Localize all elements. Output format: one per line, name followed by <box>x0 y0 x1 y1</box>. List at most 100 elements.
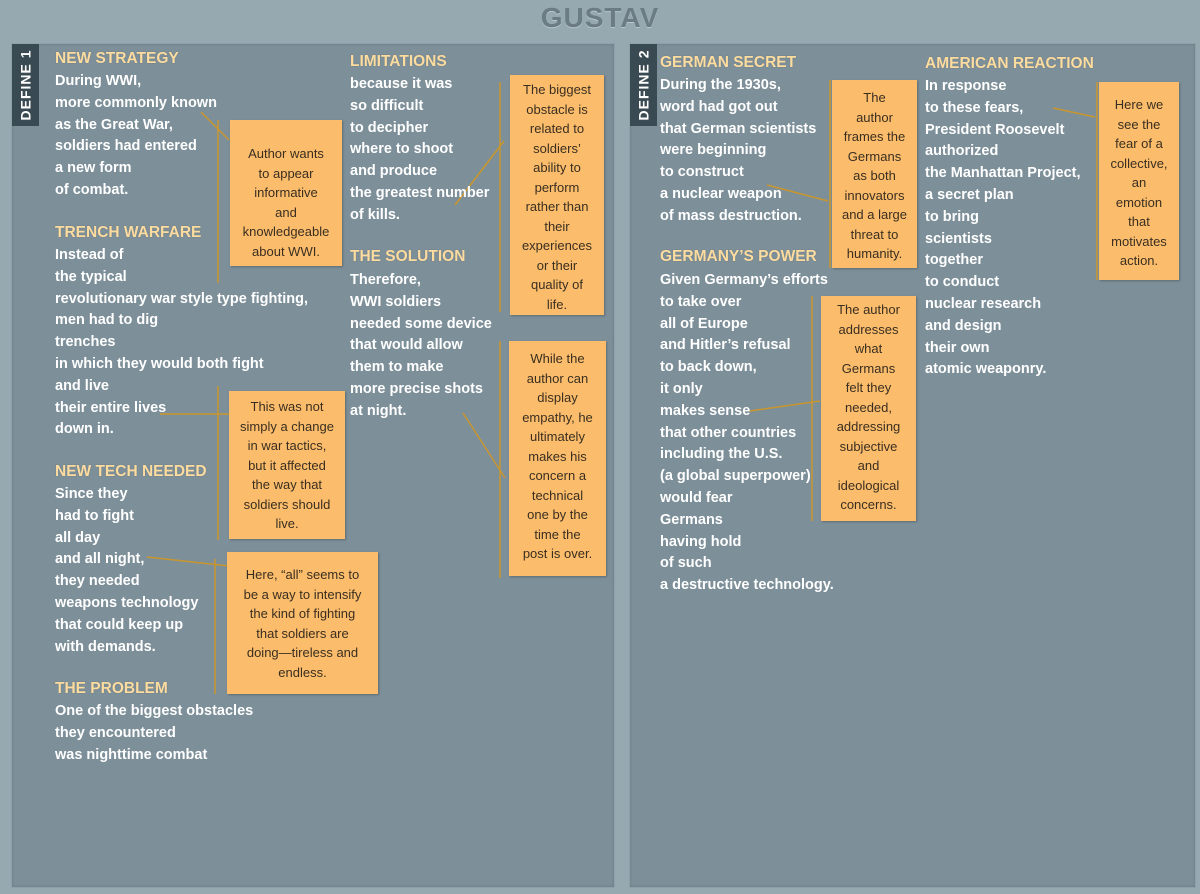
note-line: or their <box>536 257 578 273</box>
note-line: motivates <box>1111 233 1167 249</box>
note-line: addresses <box>838 321 899 337</box>
germanys-power-line: all of Europe <box>660 315 748 332</box>
note-line: felt they <box>845 380 892 395</box>
note-line: display <box>537 390 578 405</box>
limitations-line: the greatest number <box>350 185 490 201</box>
germanys-power-line: Germans <box>660 511 723 528</box>
germanys-power-line: having hold <box>660 533 742 550</box>
germanys-power-line: a destructive technology. <box>660 577 834 594</box>
american-reaction-line: atomic weaponry. <box>925 361 1047 378</box>
new-tech-needed-heading: NEW TECH NEEDED <box>55 463 207 480</box>
limitations-line: because it was <box>350 76 453 92</box>
note-line: post is over. <box>522 546 593 561</box>
american-reaction-line: to conduct <box>925 274 1000 291</box>
new-tech-needed-line: Since they <box>55 486 128 502</box>
note-line: Germans <box>841 360 896 376</box>
american-reaction-line: to bring <box>925 208 979 225</box>
american-reaction-line: and design <box>925 317 1002 334</box>
trench-warfare-line: trenches <box>55 334 116 351</box>
german-secret-line: a nuclear weapon <box>660 186 782 202</box>
new-tech-needed-line: weapons technology <box>55 595 199 611</box>
american-reaction-line: to these fears, <box>925 99 1024 116</box>
germanys-power-line: Given Germany’s efforts <box>660 272 828 288</box>
new-strategy-line: more commonly known <box>55 94 217 111</box>
germanys-power-line: makes sense <box>660 402 751 419</box>
note-line: and <box>275 204 297 220</box>
new-strategy-line: During WWI, <box>55 73 142 89</box>
note-line: see the <box>1117 116 1161 132</box>
note-author-wants-informative: Author wants to appear informative and knowl… <box>230 120 342 266</box>
note-line: makes his <box>528 448 587 464</box>
note-line: emotion <box>1115 194 1163 210</box>
new-tech-needed-line: had to fight <box>55 507 134 524</box>
note-line: While the <box>530 351 585 366</box>
note-line: life. <box>546 296 568 312</box>
american-reaction-line: In response <box>925 78 1007 94</box>
note-line: ideological <box>837 477 900 493</box>
the-solution-line: needed some device <box>350 315 492 332</box>
note-line: Author wants <box>248 146 324 161</box>
note-line: obstacle is <box>526 101 588 117</box>
the-problem-line: was nighttime combat <box>55 746 208 763</box>
note-line: endless. <box>278 664 327 680</box>
new-tech-needed-line: that could keep up <box>55 616 184 633</box>
germanys-power-line: and Hitler’s refusal <box>660 337 791 354</box>
new-strategy-heading: NEW STRATEGY <box>55 50 179 67</box>
note-line: quality of <box>530 277 584 292</box>
note-line: their <box>544 218 570 234</box>
american-reaction-line: their own <box>925 339 990 356</box>
limitations-line: so difficult <box>350 97 424 114</box>
define-2-tab-label: DEFINE 2 <box>635 49 652 121</box>
note-line: technical <box>531 487 584 503</box>
note-line: This was not <box>250 399 324 414</box>
american-reaction-line: authorized <box>925 143 999 160</box>
note-line: knowledgeable <box>242 224 330 239</box>
trench-warfare-line: the typical <box>55 268 127 285</box>
note-line: empathy, he <box>522 409 593 425</box>
german-secret-line: of mass destruction. <box>660 207 802 224</box>
the-solution-line: them to make <box>350 359 444 376</box>
the-solution-line: at night. <box>350 402 407 419</box>
the-solution-heading: THE SOLUTION <box>350 248 466 265</box>
note-line: experiences <box>521 238 593 253</box>
note-line: time the <box>534 526 581 542</box>
trench-warfare-line: down in. <box>55 421 114 438</box>
note-line: fear of a <box>1115 136 1163 151</box>
note-line: soldiers’ <box>533 140 581 156</box>
american-reaction-line: the Manhattan Project, <box>925 165 1081 182</box>
trench-warfare-heading: TRENCH WARFARE <box>55 224 202 241</box>
limitations-heading: LIMITATIONS <box>350 53 447 70</box>
new-tech-needed-line: and all night, <box>55 551 145 568</box>
german-secret-line: were beginning <box>660 142 767 159</box>
note-line: doing—tireless and <box>246 645 359 660</box>
note-line: The <box>863 90 886 105</box>
note-line: informative <box>254 185 318 200</box>
german-secret-line: word had got out <box>660 98 778 115</box>
limitations-line: to decipher <box>350 119 429 136</box>
trench-warfare-line: their entire lives <box>55 399 167 416</box>
the-solution-line: Therefore, <box>350 272 421 288</box>
new-strategy-line: a new form <box>55 160 132 177</box>
note-line: Here we <box>1114 97 1164 112</box>
new-tech-needed-line: with demands. <box>55 638 156 655</box>
trench-warfare-line: revolutionary war style type fighting, <box>55 290 308 307</box>
note-line: author <box>856 109 893 125</box>
note-line: the kind of fighting <box>249 606 356 621</box>
the-problem-line: they encountered <box>55 724 176 741</box>
new-strategy-line: of combat. <box>55 182 129 198</box>
note-line: about WWI. <box>252 243 320 259</box>
note-line: one by the <box>527 507 588 522</box>
note-line: but it affected <box>248 457 326 473</box>
note-line: live. <box>275 516 299 531</box>
note-line: as both <box>853 168 896 183</box>
note-line: to appear <box>258 165 314 181</box>
new-strategy-line: soldiers had entered <box>55 138 197 155</box>
germanys-power-line: to take over <box>660 293 742 310</box>
american-reaction-line: nuclear research <box>925 296 1042 312</box>
germanys-power-line: would fear <box>660 490 733 506</box>
note-line: concerns. <box>840 497 897 512</box>
